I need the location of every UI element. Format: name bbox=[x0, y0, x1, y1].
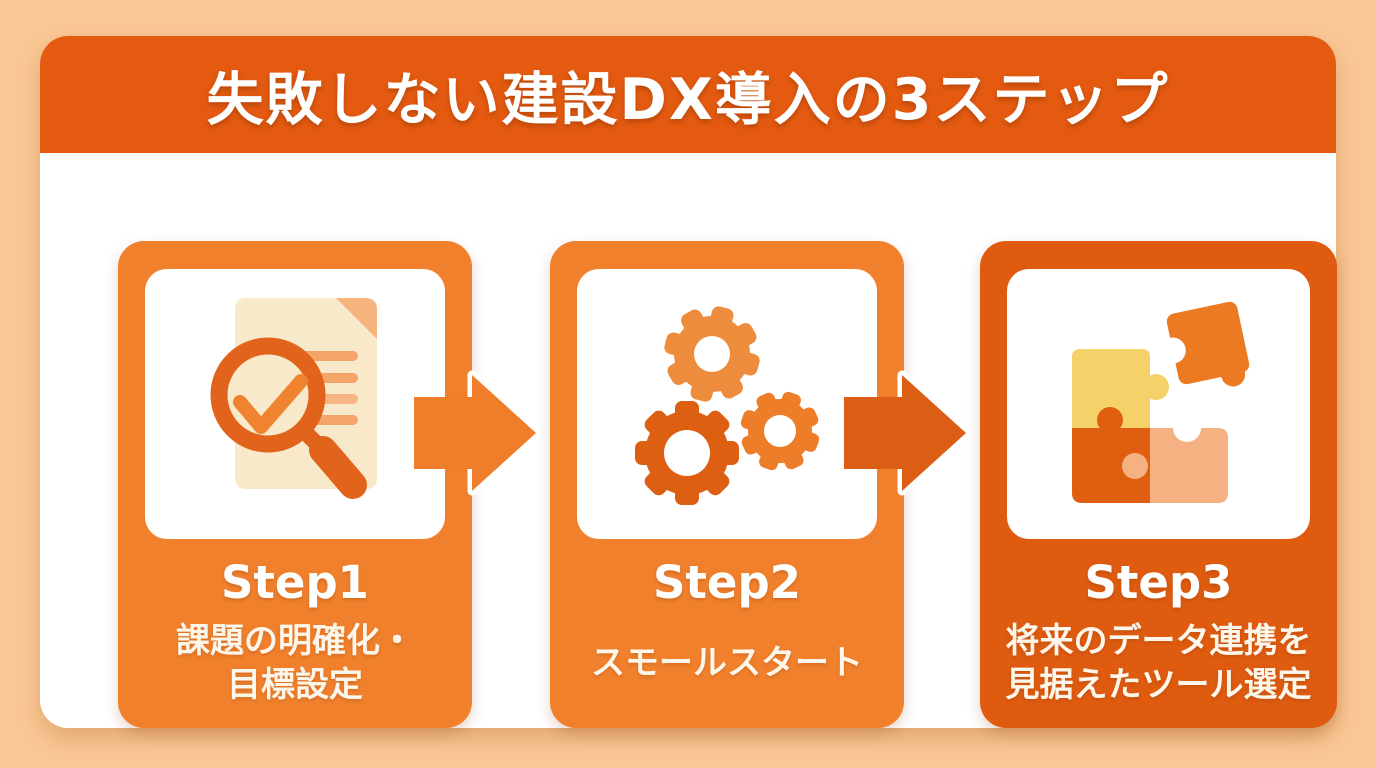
gear-right bbox=[740, 391, 820, 471]
step1-desc-line2: 目標設定 bbox=[227, 665, 363, 705]
step2-icon-panel bbox=[577, 269, 877, 539]
step3-card: Step3 将来のデータ連携を 見据えたツール選定 bbox=[980, 241, 1337, 728]
puzzle-pieces-icon bbox=[1072, 301, 1250, 503]
step2-card: Step2 スモールスタート bbox=[550, 241, 904, 728]
step1-card: Step1 課題の明確化・ 目標設定 bbox=[118, 241, 472, 728]
right-arrow-icon bbox=[414, 369, 554, 497]
loose-puzzle-piece bbox=[1159, 301, 1250, 387]
main-panel: 失敗しない建設DX導入の3ステップ Step1 bbox=[40, 36, 1337, 728]
step3-description: 将来のデータ連携を 見据えたツール選定 bbox=[980, 613, 1337, 713]
step3-icon-panel bbox=[1007, 269, 1310, 539]
document-check-magnifier-icon bbox=[210, 298, 377, 499]
header-banner: 失敗しない建設DX導入の3ステップ bbox=[40, 36, 1336, 153]
step2-description: スモールスタート bbox=[550, 613, 904, 713]
gear-bottom-left bbox=[635, 401, 739, 505]
step2-desc-line1: スモールスタート bbox=[591, 643, 863, 683]
step1-desc-line1: 課題の明確化・ bbox=[176, 621, 414, 661]
step3-label: Step3 bbox=[1084, 556, 1233, 609]
step3-desc-line2: 見据えたツール選定 bbox=[1005, 665, 1312, 705]
gears-icon bbox=[635, 306, 820, 505]
page-title: 失敗しない建設DX導入の3ステップ bbox=[206, 66, 1170, 133]
step1-description: 課題の明確化・ 目標設定 bbox=[118, 613, 472, 713]
gear-top bbox=[664, 306, 760, 402]
step1-label: Step1 bbox=[221, 556, 369, 609]
step1-icon-panel bbox=[145, 269, 445, 539]
step2-label: Step2 bbox=[653, 556, 801, 609]
step3-desc-line1: 将来のデータ連携を bbox=[1005, 621, 1312, 661]
right-arrow-icon bbox=[844, 369, 984, 497]
